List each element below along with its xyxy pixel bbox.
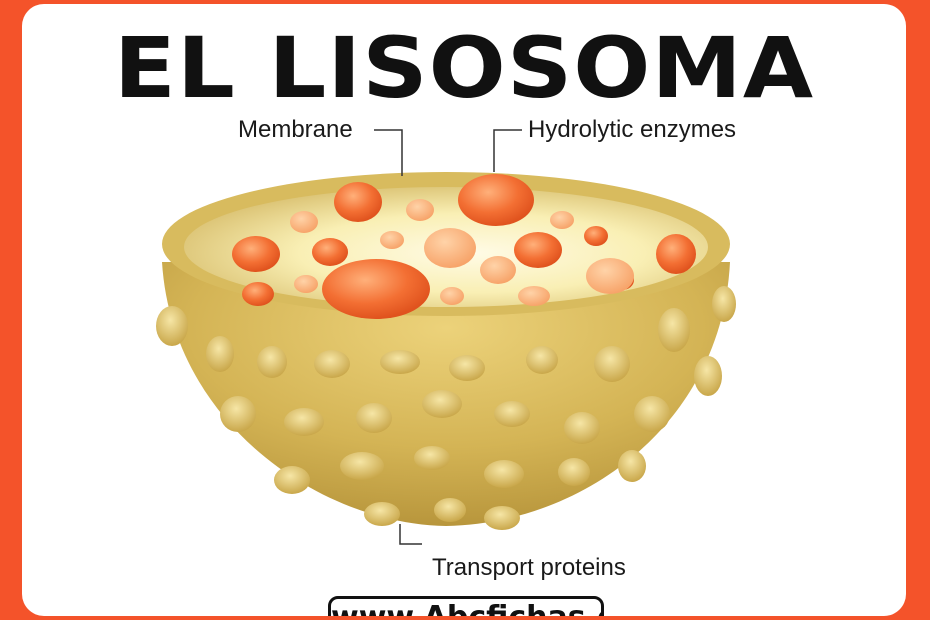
transport-proteins-label: Transport proteins <box>432 554 626 581</box>
leader-lines <box>374 129 522 545</box>
diagram-card: EL LISOSOMA <box>22 4 906 616</box>
lysosome-illustration <box>156 129 736 545</box>
hydrolytic-enzymes <box>232 174 696 319</box>
membrane-label: Membrane <box>238 116 353 143</box>
hydrolytic-enzymes-label: Hydrolytic enzymes <box>528 116 737 143</box>
page-title: EL LISOSOMA <box>113 19 815 117</box>
transport-proteins <box>156 286 736 530</box>
website-watermark: www.Abcfichas.com <box>328 596 604 616</box>
